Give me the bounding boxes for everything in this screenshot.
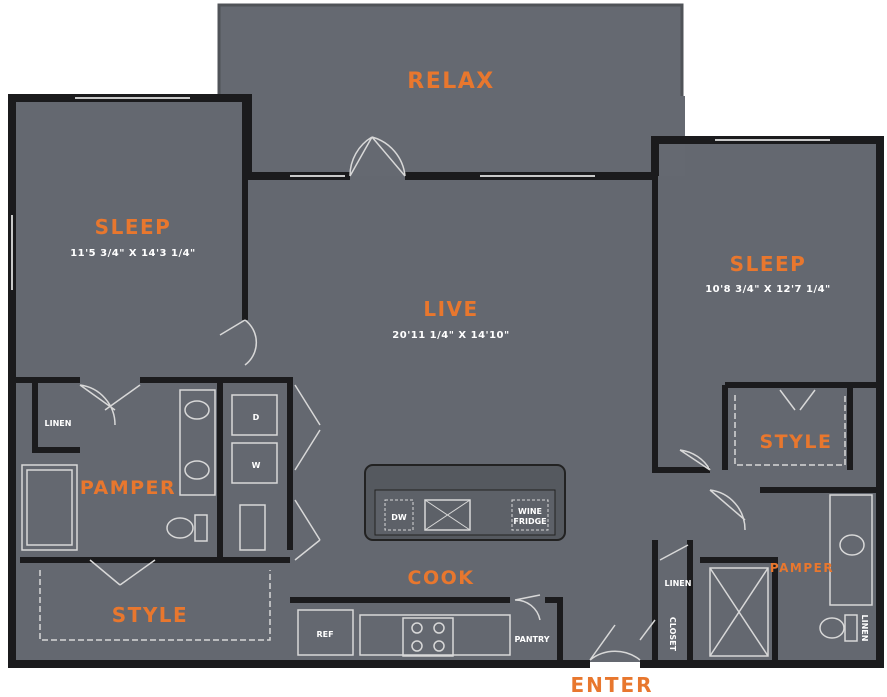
cook-label: COOK (408, 567, 475, 589)
wine-fridge-label-2: FRIDGE (513, 517, 546, 526)
cutout-top-right (682, 96, 882, 138)
linen-left-label: LINEN (45, 419, 72, 428)
wine-fridge-label-1: WINE (518, 507, 542, 516)
washer-label: W (252, 461, 261, 470)
sink (424, 499, 471, 531)
counter (359, 614, 511, 656)
bathtub (21, 464, 78, 551)
dryer-label: D (253, 413, 260, 422)
sleep-left-label: SLEEP (95, 215, 172, 239)
washer-box (231, 442, 278, 484)
ref-box (297, 609, 354, 656)
closet-label: CLOSET (668, 617, 677, 652)
range (402, 617, 454, 657)
vanity-left (179, 389, 216, 496)
vanity-right (829, 494, 873, 606)
linen-right-label: LINEN (665, 579, 692, 588)
style-left-label: STYLE (112, 603, 188, 627)
pantry-label: PANTRY (515, 635, 550, 644)
live-dim: 20'11 1/4" X 14'10" (392, 330, 509, 341)
style-right-label: STYLE (760, 431, 833, 453)
shower (709, 567, 769, 657)
ref-label: REF (316, 630, 333, 639)
toilet-left (166, 517, 194, 539)
linen-bath-label: LINEN (860, 615, 869, 642)
dishwasher (384, 499, 414, 531)
door-swings (79, 136, 816, 661)
wine-fridge (511, 499, 549, 531)
enter-label: ENTER (570, 673, 653, 697)
toilet-right (819, 617, 845, 639)
style-closet-left (39, 570, 271, 641)
live-label: LIVE (423, 297, 478, 321)
pamper-right-label: PAMPER (770, 561, 834, 575)
cutout-top-left (245, 96, 685, 176)
fixtures (21, 389, 873, 657)
pamper-left-label: PAMPER (80, 477, 176, 499)
dishwasher-label: DW (391, 513, 407, 522)
windows (11, 97, 830, 290)
sleep-right-dim: 10'8 3/4" X 12'7 1/4" (705, 284, 831, 295)
sleep-left-dim: 11'5 3/4" X 14'3 1/4" (70, 248, 196, 259)
relax-label: RELAX (407, 69, 494, 94)
kitchen-island (364, 464, 566, 541)
sleep-right-label: SLEEP (730, 252, 807, 276)
closet-left (239, 504, 266, 551)
dryer-box (231, 394, 278, 436)
